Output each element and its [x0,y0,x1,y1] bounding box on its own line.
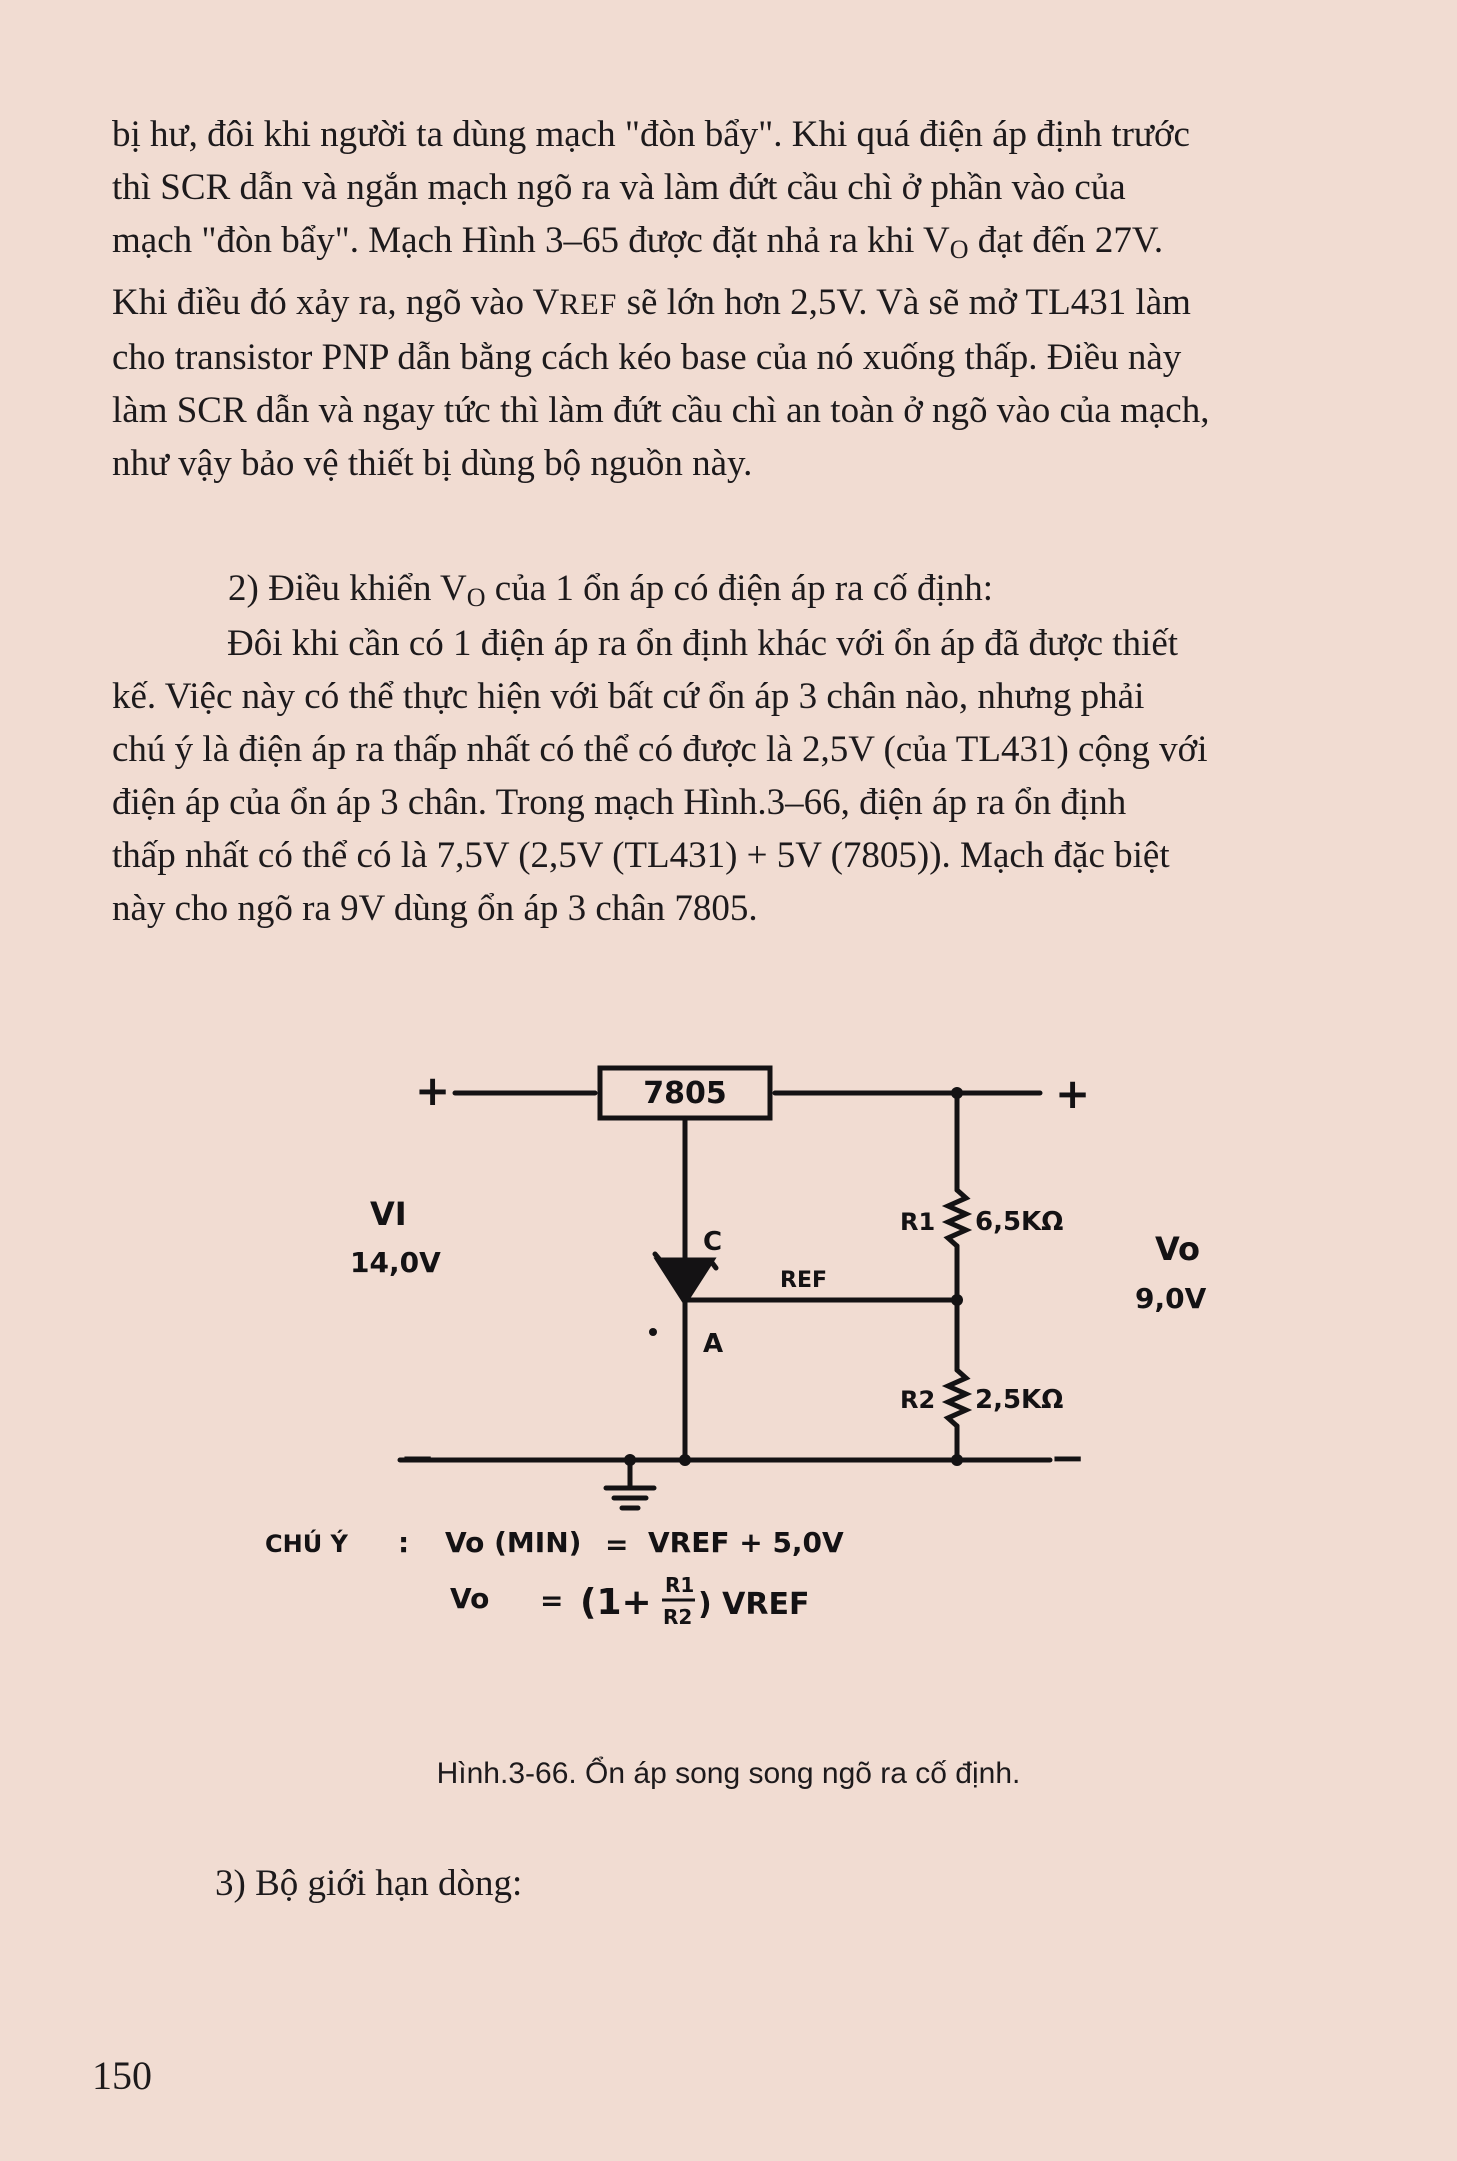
text-line: làm SCR dẫn và ngay tức thì làm đứt cầu … [112,390,1210,431]
text-line: mạch "đòn bẩy". Mạch Hình 3–65 được đặt … [112,220,1164,264]
section-heading-2: 2) Điều khiển VO của 1 ổn áp có điện áp … [228,568,994,612]
r2-value: 2,5KΩ [975,1385,1063,1415]
text-line: thì SCR dẫn và ngắn mạch ngõ ra và làm đ… [112,167,1126,208]
circuit-diagram: 7805 + + − − VI 14,0V Vo 9,0V R1 6,5KΩ R… [265,1065,1207,1629]
pin-ref-label: REF [780,1268,827,1293]
junction-dot [951,1087,963,1099]
pin-c-label: C [703,1227,722,1257]
equation-2-lhs: Vo [450,1582,489,1615]
text-line: kế. Việc này có thể thực hiện với bất cứ… [112,676,1145,717]
r1-resistor [941,1187,973,1249]
text-line: Đôi khi cần có 1 điện áp ra ổn định khác… [227,623,1179,664]
tl431-cathode-bar [652,1251,719,1271]
r2-resistor [941,1367,973,1429]
tl431-symbol [653,1257,717,1307]
equation-2-equals: = [540,1584,563,1617]
section-heading-3: 3) Bộ giới hạn dòng: [215,1863,523,1904]
text-line: bị hư, đôi khi người ta dùng mạch "đòn b… [112,114,1190,155]
text-line: điện áp của ổn áp 3 chân. Trong mạch Hìn… [112,782,1127,823]
r2-label: R2 [900,1386,935,1414]
note-colon: : [398,1526,409,1559]
paragraph-overvoltage-crowbar: bị hư, đôi khi người ta dùng mạch "đòn b… [112,108,1417,490]
equation-2-open: (1+ [580,1582,652,1623]
figure-caption: Hình.3-66. Ổn áp song song ngõ ra cố địn… [436,1757,1021,1790]
junction-dot [624,1454,636,1466]
input-voltage-label: VI [370,1195,407,1233]
equation-2-numerator: R1 [665,1573,694,1597]
note-label: CHÚ Ý [265,1528,349,1558]
text-line: thấp nhất có thể có là 7,5V (2,5V (TL431… [112,835,1170,876]
circuit-figure: 7805 + + − − VI 14,0V Vo 9,0V R1 6,5KΩ R… [250,1040,1250,1640]
text-line: Khi điều đó xảy ra, ngõ vào VREF sẽ lớn … [112,282,1191,323]
output-minus: − [1050,1433,1085,1482]
equation-1-equals: = [605,1528,628,1561]
regulator-label: 7805 [643,1076,727,1111]
text-line: như vậy bảo vệ thiết bị dùng bộ nguồn nà… [112,443,753,484]
r1-value: 6,5KΩ [975,1207,1063,1237]
r1-label: R1 [900,1208,935,1236]
paragraph-fixed-regulator: Đôi khi cần có 1 điện áp ra ổn định khác… [112,617,1417,935]
text-line: chú ý là điện áp ra thấp nhất có thể có … [112,729,1208,770]
text-line: cho transistor PNP dẫn bằng cách kéo bas… [112,337,1182,378]
input-minus: − [400,1433,435,1482]
output-plus: + [1055,1069,1090,1118]
input-plus: + [415,1066,450,1115]
equation-2-close: ) VREF [698,1587,809,1622]
junction-dot [679,1454,691,1466]
junction-dot [951,1454,963,1466]
output-voltage-value: 9,0V [1135,1282,1207,1315]
pin-a-label: A [703,1329,723,1359]
junction-dot [951,1294,963,1306]
equation-2-denominator: R2 [663,1605,692,1629]
equation-1-rhs: VREF + 5,0V [648,1526,844,1559]
input-voltage-value: 14,0V [350,1246,441,1279]
equation-1-lhs: Vo (MIN) [445,1526,581,1559]
text-line: này cho ngõ ra 9V dùng ổn áp 3 chân 7805… [112,888,758,929]
page-number: 150 [92,2053,152,2098]
output-voltage-label: Vo [1155,1230,1200,1268]
